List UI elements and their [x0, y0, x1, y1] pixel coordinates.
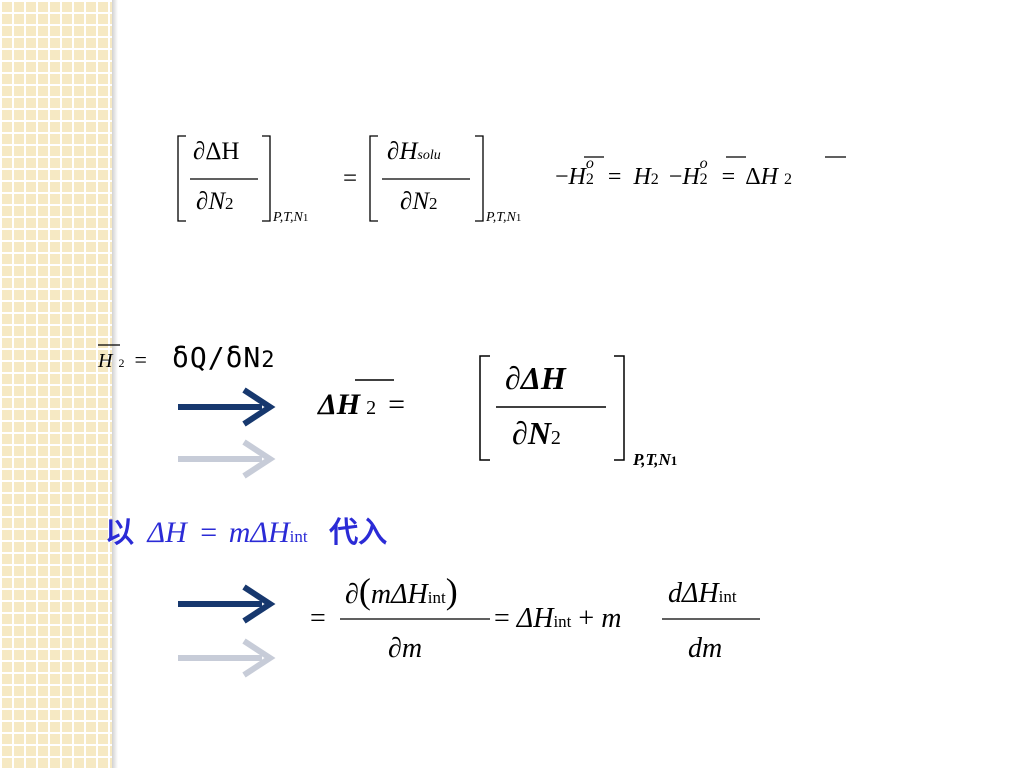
- eq1-sup-o-1: o: [585, 155, 594, 172]
- eq1-minus-2: −: [668, 164, 683, 190]
- eq5-num-dh: ΔH: [391, 579, 428, 610]
- eq1-H-bar-1: H: [568, 164, 586, 190]
- eq5-dh: ΔH: [516, 603, 554, 634]
- eq1-dn2: ∂N: [196, 188, 226, 215]
- eq3-denominator: ∂N2: [512, 415, 561, 452]
- eq5-equals-2: =: [494, 603, 510, 634]
- eq4-expr-b: ΔH: [250, 516, 290, 549]
- eq2-sub-2: 2: [118, 356, 125, 370]
- eq1-H-bar-2: H: [682, 164, 700, 190]
- eq5-numerator: ∂(mΔHint): [345, 570, 458, 612]
- equation-4: 以 ΔH = mΔHint 代入: [105, 509, 387, 551]
- eq1-equals: =: [343, 165, 358, 192]
- eq1-two-d: 2: [784, 171, 792, 188]
- eq1-dh-solu: ∂H: [387, 138, 418, 165]
- eq3-den-N: ∂N: [512, 415, 551, 451]
- eq5-plus: +: [578, 603, 595, 634]
- eq3-numerator: ∂ΔH: [505, 360, 566, 396]
- eq3-cond-one: 1: [670, 453, 678, 468]
- eq1-dn2-sub: 2: [225, 194, 234, 213]
- eq1-numerator-1: ∂ΔH: [193, 138, 240, 165]
- eq3-den-2: 2: [550, 427, 561, 449]
- eq1-H-bar-3: H: [760, 164, 778, 190]
- eq5-paren-open: (: [358, 571, 371, 611]
- eq2-equals: =: [134, 347, 147, 372]
- eq1-denominator-1: ∂N2: [196, 188, 234, 216]
- eq5-d-numerator: dΔHint: [668, 578, 737, 610]
- eq5-num-int: int: [427, 588, 446, 607]
- eq4-prefix: 以: [105, 515, 135, 549]
- eq5-int: int: [553, 612, 572, 631]
- eq3-condition: P,T,N1: [633, 450, 677, 470]
- eq5-d-num: dΔH: [668, 578, 719, 609]
- eq4-expr-int: int: [289, 527, 308, 546]
- eq5-partial: ∂: [345, 579, 359, 610]
- eq1-dn2b: ∂N: [400, 188, 430, 215]
- eq1-solu-sub: solu: [417, 148, 441, 163]
- eq5-m: m: [601, 603, 622, 634]
- eq4-expr-a: ΔH: [147, 516, 187, 549]
- eq1-numerator-2: ∂Hsolu: [387, 138, 441, 166]
- arrow-right-icon-light-2: [178, 638, 276, 678]
- eq1-cond-one-1: 1: [302, 212, 309, 224]
- eq4-suffix: 代入: [329, 515, 388, 549]
- eq5-d-int: int: [718, 587, 737, 606]
- eq1-delta: Δ: [745, 164, 761, 190]
- eq1-sup-o-2: o: [699, 155, 708, 172]
- eq4-expr-eq: =: [200, 516, 218, 549]
- eq5-equals-1: =: [310, 603, 326, 634]
- eq2-rhs-2: 2: [261, 348, 276, 373]
- eq5-num-m: m: [370, 579, 392, 610]
- eq3-cond-text: P,T,N: [633, 450, 671, 469]
- eq2-rhs: δQ/δN2: [172, 341, 276, 374]
- eq3-equals: =: [388, 388, 406, 421]
- eq5-rhs: = ΔHint + m: [494, 603, 621, 635]
- arrow-right-icon-light-1: [178, 439, 276, 479]
- arrow-right-icon-dark-2: [178, 584, 276, 624]
- eq1-H-2: H: [633, 164, 651, 190]
- arrow-right-icon-dark-1: [178, 387, 276, 427]
- eq1-cond-one-2: 1: [515, 212, 522, 224]
- eq4-expr-m: m: [228, 516, 251, 549]
- eq5-paren-close: ): [445, 571, 458, 611]
- eq1-cond-text-1: P,T,N: [273, 210, 303, 225]
- eq3-delta-H: ΔH: [318, 388, 361, 421]
- eq1-denominator-2: ∂N2: [400, 188, 438, 216]
- eq1-condition-2: P,T,N1: [486, 210, 521, 226]
- eq5-d-denominator: dm: [688, 633, 723, 664]
- eq2-H: H: [98, 350, 113, 372]
- eq1-condition-1: P,T,N1: [273, 210, 308, 226]
- eq1-two-a: 2: [585, 171, 594, 188]
- eq1-two-c: 2: [699, 171, 708, 188]
- strip-shadow: [112, 0, 118, 768]
- eq1-cond-text-2: P,T,N: [486, 210, 516, 225]
- eq3-lhs-2: 2: [366, 397, 377, 419]
- eq2-rhs-text: δQ/δN: [172, 341, 262, 374]
- decorative-left-strip: [0, 0, 112, 768]
- eq1-dn2b-sub: 2: [429, 194, 438, 213]
- eq1-eq-2: =: [721, 164, 736, 190]
- eq1-minus-1: −: [555, 164, 569, 190]
- eq1-eq-1: =: [607, 164, 622, 190]
- eq5-denominator: ∂m: [388, 633, 423, 664]
- eq1-two-b: 2: [650, 171, 659, 188]
